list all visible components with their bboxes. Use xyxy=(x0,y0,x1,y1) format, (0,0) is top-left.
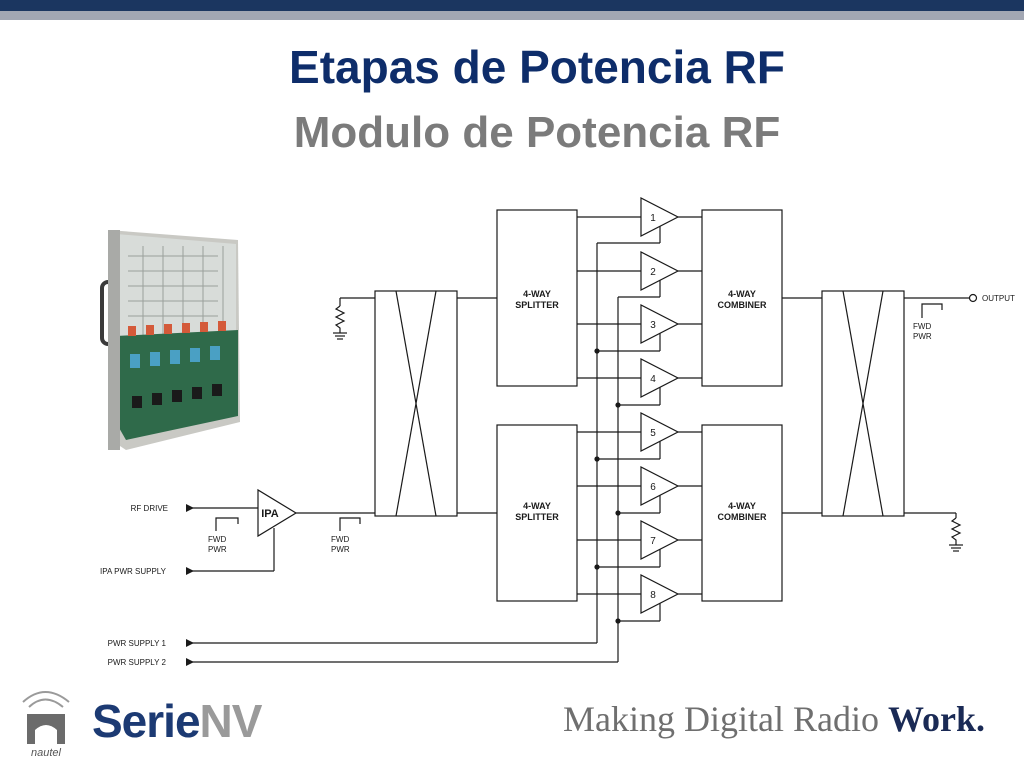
splitter-top-label-1: 4-WAY xyxy=(523,289,551,299)
fwd-pwr-input-line1: FWD xyxy=(331,535,349,544)
splitter-bottom-label-2: SPLITTER xyxy=(515,512,559,522)
ipa-amplifier xyxy=(257,488,298,538)
pwr-supply-1-label: PWR SUPPLY 1 xyxy=(108,639,167,648)
top-subbar xyxy=(0,11,1024,20)
fwd-pwr-output-line2: PWR xyxy=(913,332,932,341)
output-label: OUTPUT xyxy=(982,294,1015,303)
amp-number-4: 4 xyxy=(650,374,656,385)
fwd-pwr-input-line2: PWR xyxy=(331,545,350,554)
brand-serienv: SerieNV xyxy=(92,694,263,748)
ipa-label: IPA xyxy=(261,508,279,520)
brand-nv-text: NV xyxy=(199,695,263,747)
slide-subtitle: Modulo de Potencia RF xyxy=(293,108,781,157)
amp-number-3: 3 xyxy=(650,320,656,331)
amp-number-6: 6 xyxy=(650,482,656,493)
amp-number-2: 2 xyxy=(650,267,656,278)
combiner-top-label-2: COMBINER xyxy=(718,300,767,310)
company-name: nautel xyxy=(31,747,62,759)
fwd-pwr-ipa-line1: FWD xyxy=(208,535,226,544)
tagline: Making Digital Radio Work. xyxy=(563,698,985,740)
combiner-top-label-1: 4-WAY xyxy=(728,289,756,299)
top-bar xyxy=(0,0,1024,11)
amp-number-1: 1 xyxy=(650,213,656,224)
rf-module-photo xyxy=(100,230,240,450)
rf-drive-label: RF DRIVE xyxy=(131,504,168,513)
input-hybrid-coupler xyxy=(374,290,458,517)
pwr-supply-2-label: PWR SUPPLY 2 xyxy=(108,658,167,667)
fwd-pwr-ipa-line2: PWR xyxy=(208,545,227,554)
combiner-bottom-label-2: COMBINER xyxy=(718,512,767,522)
amp-number-7: 7 xyxy=(650,536,656,547)
splitter-bottom-label-1: 4-WAY xyxy=(523,501,551,511)
tagline-bold: Work. xyxy=(887,699,985,739)
combiner-bottom-label-1: 4-WAY xyxy=(728,501,756,511)
splitter-top-label-2: SPLITTER xyxy=(515,300,559,310)
slide-title: Etapas de Potencia RF xyxy=(289,41,785,93)
brand-serie-text: Serie xyxy=(92,695,201,747)
tagline-main: Making Digital Radio xyxy=(563,699,879,739)
nautel-logo: nautel xyxy=(22,691,70,759)
amp-number-8: 8 xyxy=(650,590,656,601)
ipa-pwr-supply-label: IPA PWR SUPPLY xyxy=(100,567,167,576)
output-hybrid-coupler xyxy=(821,290,905,517)
fwd-pwr-output-line1: FWD xyxy=(913,322,931,331)
amp-number-5: 5 xyxy=(650,428,656,439)
